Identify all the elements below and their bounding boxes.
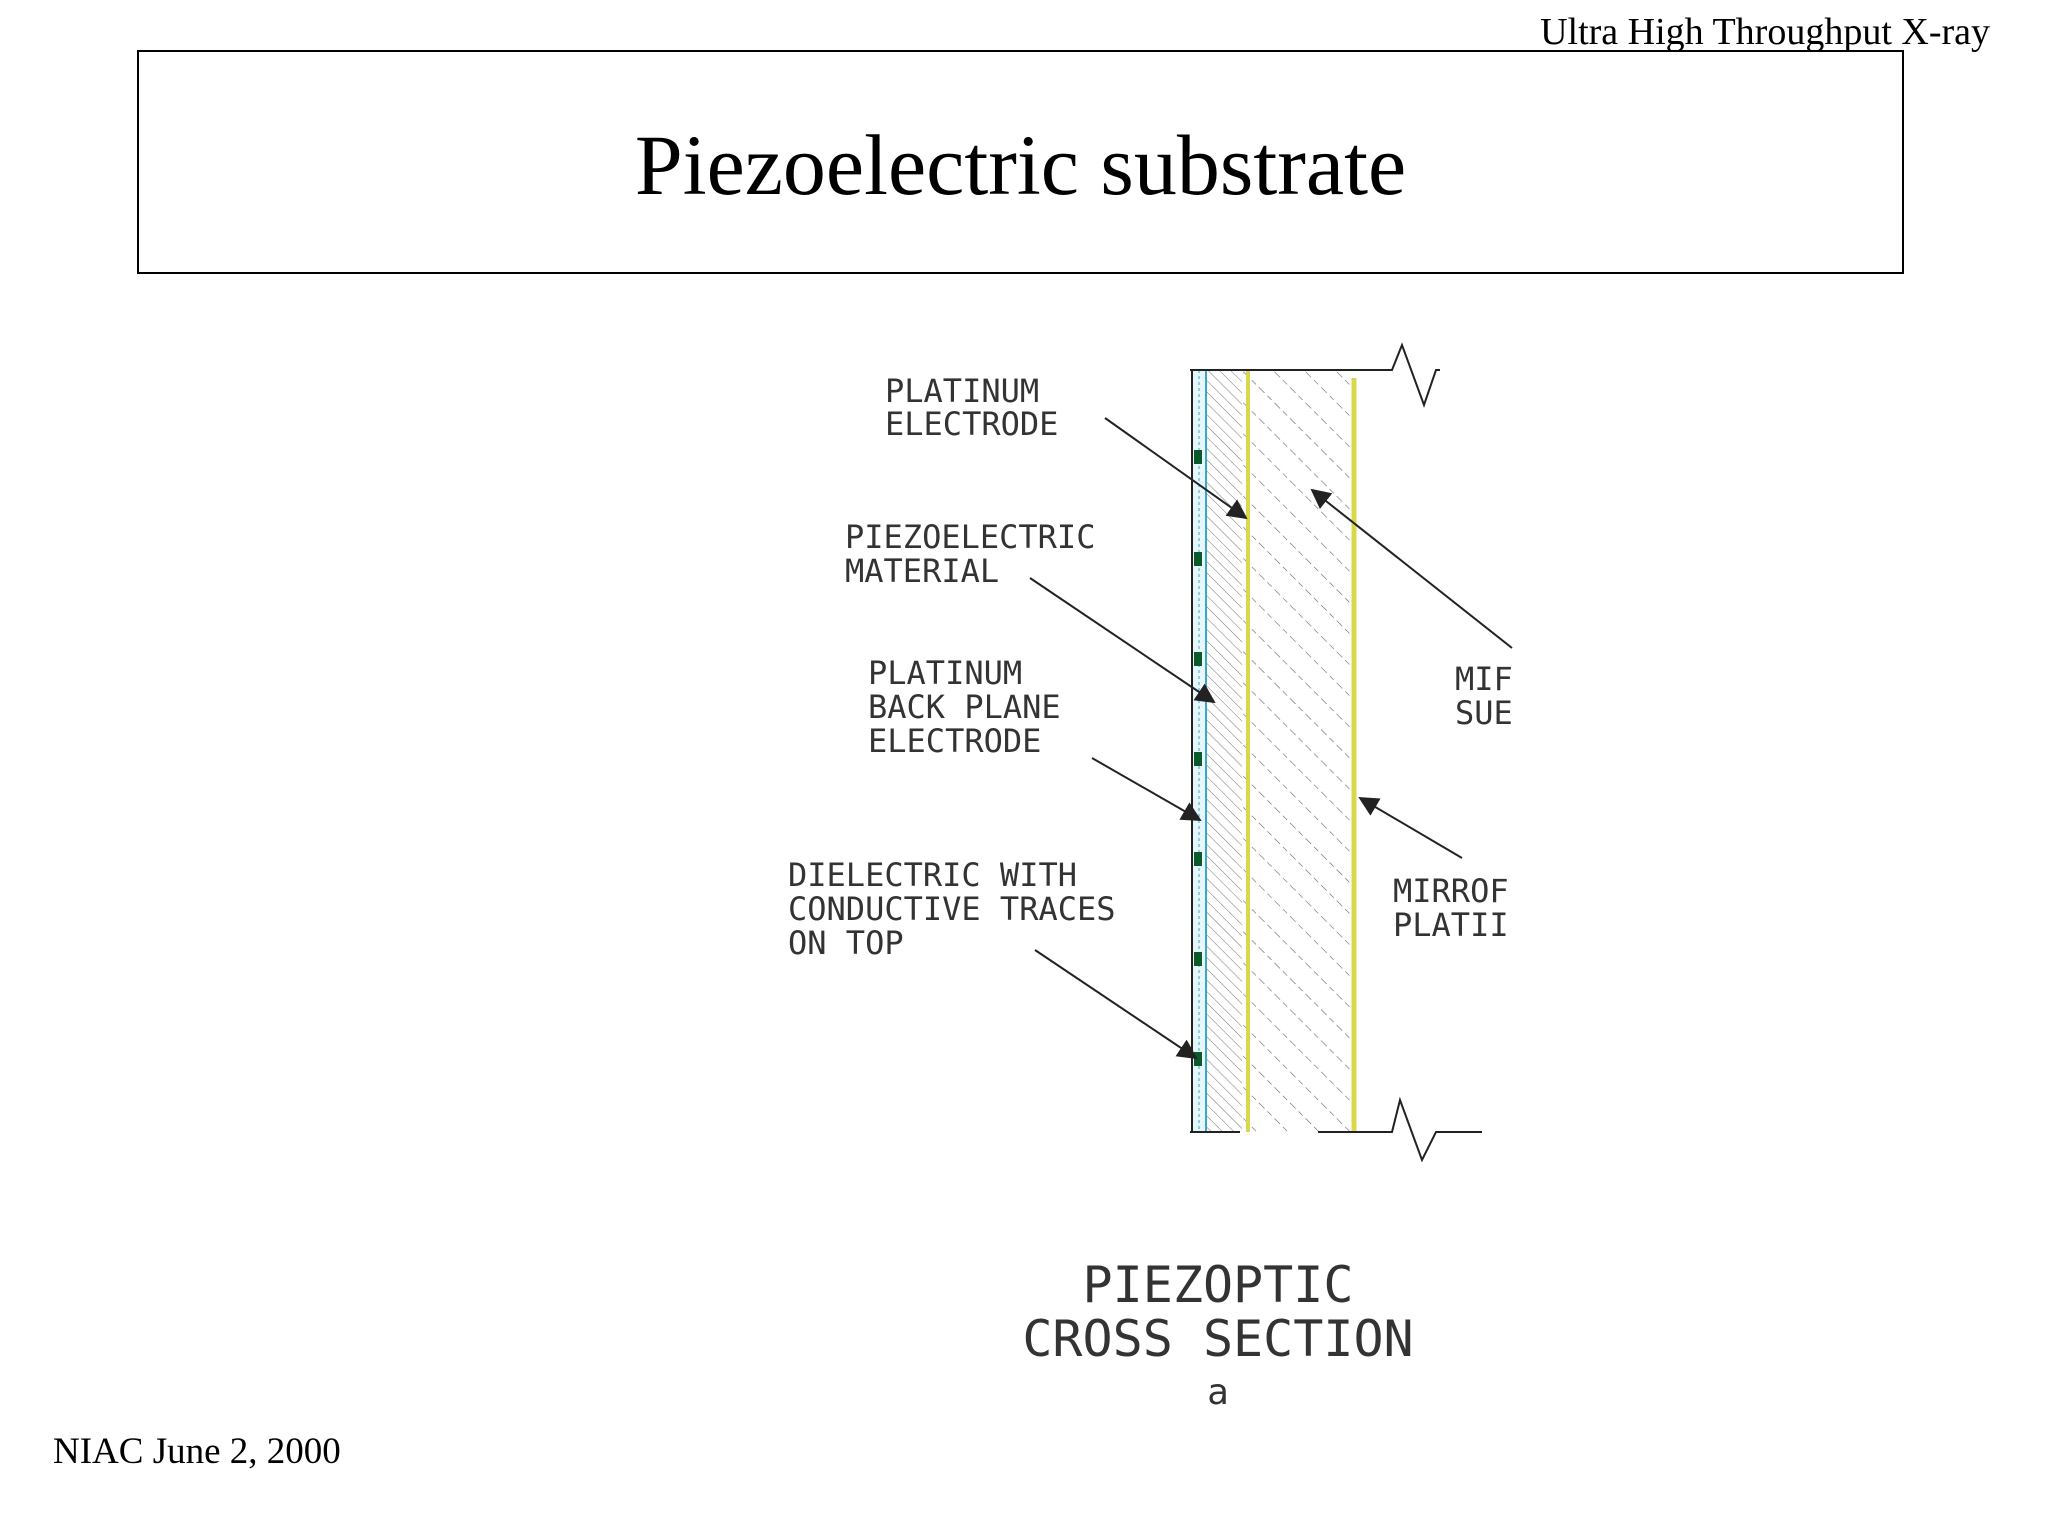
svg-text:SUE: SUE <box>1455 694 1513 732</box>
title-box: Piezoelectric substrate <box>137 50 1904 274</box>
label-platinum-electrode: PLATINUM ELECTRODE <box>885 372 1058 443</box>
top-break-symbol <box>1220 342 1440 408</box>
svg-text:ELECTRODE: ELECTRODE <box>885 405 1058 443</box>
svg-text:CONDUCTIVE TRACES: CONDUCTIVE TRACES <box>788 890 1116 928</box>
svg-text:MIRROF: MIRROF <box>1393 872 1509 910</box>
svg-text:BACK PLANE: BACK PLANE <box>868 688 1061 726</box>
svg-text:MIF: MIF <box>1455 660 1513 698</box>
svg-text:PIEZOPTIC: PIEZOPTIC <box>1083 1256 1354 1314</box>
svg-text:ON TOP: ON TOP <box>788 924 904 962</box>
svg-text:a: a <box>1207 1372 1229 1413</box>
mirror-substrate-layer <box>1242 370 1354 1132</box>
leader-piezoelectric-material <box>1029 577 1216 704</box>
label-piezoelectric-material: PIEZOELECTRIC MATERIAL <box>845 518 1095 590</box>
piezoelectric-layer <box>1206 370 1242 1132</box>
svg-text:PLATII: PLATII <box>1393 906 1509 944</box>
bottom-break-symbol <box>1318 1096 1482 1163</box>
footer-date: NIAC June 2, 2000 <box>53 1431 341 1472</box>
svg-text:CROSS SECTION: CROSS SECTION <box>1022 1310 1413 1368</box>
svg-text:MATERIAL: MATERIAL <box>845 552 999 590</box>
label-platinum-back-plane-electrode: PLATINUM BACK PLANE ELECTRODE <box>868 654 1061 760</box>
svg-text:PLATINUM: PLATINUM <box>885 372 1039 410</box>
running-header: Ultra High Throughput X-ray <box>1540 11 1990 53</box>
slide-title: Piezoelectric substrate <box>634 117 1407 213</box>
svg-text:PLATINUM: PLATINUM <box>868 654 1022 692</box>
leader-mirror-substrate <box>1310 488 1513 649</box>
leader-platinum-back-plane <box>1091 757 1202 821</box>
conductive-traces <box>1194 450 1202 1066</box>
diagram-caption: PIEZOPTIC CROSS SECTION a <box>1022 1256 1413 1413</box>
svg-text:PIEZOELECTRIC: PIEZOELECTRIC <box>845 518 1095 556</box>
leader-mirror-plating <box>1358 796 1463 859</box>
svg-text:ELECTRODE: ELECTRODE <box>868 722 1041 760</box>
label-dielectric-with-traces: DIELECTRIC WITH CONDUCTIVE TRACES ON TOP <box>788 856 1116 962</box>
label-mirror-plating: MIRROF PLATII <box>1393 872 1509 944</box>
label-mirror-substrate: MIF SUE <box>1455 660 1513 732</box>
leader-dielectric <box>1034 949 1198 1060</box>
leader-platinum-electrode <box>1104 417 1248 520</box>
svg-text:DIELECTRIC WITH: DIELECTRIC WITH <box>788 856 1077 894</box>
